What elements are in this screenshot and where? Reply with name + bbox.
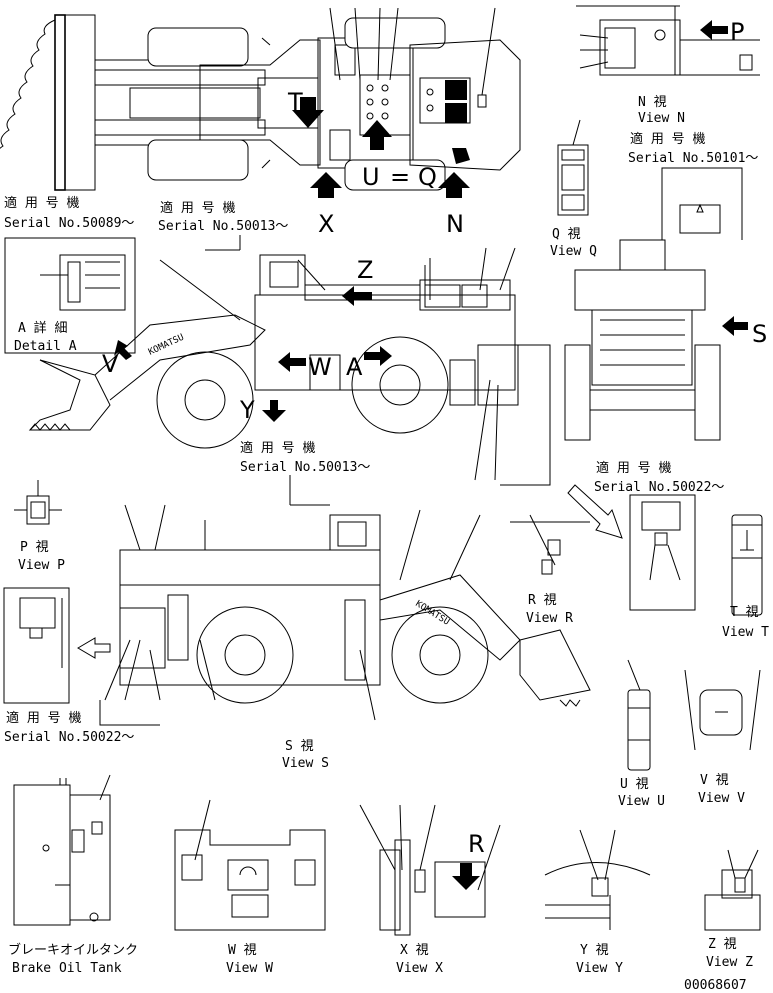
serial-50013-mid: Serial No.50013～	[240, 460, 370, 475]
brand-text-1: KOMATSU	[147, 333, 186, 358]
view-p-en: View P	[18, 558, 65, 573]
view-t-arrow-icon	[292, 97, 324, 128]
serial-50101: Serial No.50101～	[628, 151, 758, 166]
view-n-diagram: P	[576, 5, 760, 76]
view-v-arrow-icon	[114, 340, 132, 360]
view-letter-p-top: P	[730, 18, 744, 46]
view-r-jp: R 視	[528, 593, 557, 608]
serial-50089: Serial No.50089～	[4, 216, 134, 231]
brake-tank-jp: ブレーキオイルタンク	[8, 942, 138, 958]
view-s-arrow-icon	[722, 316, 748, 336]
view-z-en: View Z	[706, 955, 753, 970]
view-letter-z: Z	[357, 256, 373, 284]
view-p-arrow-icon	[700, 20, 728, 40]
view-s-en: View S	[282, 756, 329, 771]
brake-oil-tank-diagram	[13, 774, 111, 926]
serial-50022-left: Serial No.50022～	[4, 730, 134, 745]
view-y-en: View Y	[576, 961, 623, 976]
view-w-jp: W 視	[228, 943, 257, 958]
view-w-arrow-icon	[278, 352, 306, 372]
view-letter-a: A	[346, 353, 363, 381]
view-w-diagram	[174, 799, 326, 931]
view-letter-u: U	[362, 163, 380, 191]
view-y-jp: Y 視	[580, 943, 609, 958]
view-s-jp: S 視	[285, 739, 314, 754]
detail-a-diagram	[4, 237, 136, 354]
view-y-arrow-icon	[262, 400, 286, 422]
view-p-left-box	[3, 587, 111, 704]
view-t-decal	[731, 514, 763, 616]
serial-jp-2: 適 用 号 機	[160, 200, 235, 216]
view-r-arrow-icon	[452, 863, 480, 890]
view-r-en: View R	[526, 611, 573, 626]
detail-a-en: Detail A	[14, 339, 77, 354]
serial-50022-right: Serial No.50022～	[594, 480, 724, 495]
brake-tank-en: Brake Oil Tank	[12, 961, 122, 976]
serial-jp-5: 適 用 号 機	[596, 460, 671, 476]
view-v-en: View V	[698, 791, 745, 806]
view-z-diagram	[704, 849, 761, 931]
view-letter-n: N	[446, 210, 464, 238]
view-q-decal	[557, 119, 589, 216]
drawing-number: 00068607	[684, 978, 747, 993]
view-y-diagram	[544, 829, 651, 930]
detail-a-jp: A 詳 細	[18, 320, 67, 336]
view-n-arrow-icon	[438, 172, 470, 198]
serial-jp-3: 適 用 号 機	[630, 131, 705, 147]
view-n-jp: N 視	[638, 95, 667, 110]
view-letter-v: V	[102, 350, 119, 378]
view-u-en: View U	[618, 794, 665, 809]
view-letter-t: T	[287, 88, 303, 116]
serial-jp-1: 適 用 号 機	[4, 195, 79, 211]
view-u-decal	[627, 659, 651, 771]
view-letter-s: S	[752, 320, 767, 348]
serial-jp-6: 適 用 号 機	[6, 710, 81, 726]
view-t-en: View T	[722, 625, 769, 640]
view-letter-x: X	[318, 210, 334, 238]
grille-icon	[452, 148, 470, 164]
view-u-arrow-icon	[362, 120, 392, 150]
side-view-right: KOMATSU	[99, 504, 591, 726]
view-r-diagram	[510, 484, 623, 575]
view-v-jp: V 視	[700, 773, 729, 788]
view-q-en: View Q	[550, 244, 597, 259]
view-n-en: View N	[638, 111, 685, 126]
view-letter-w: W	[308, 353, 332, 381]
view-letter-y: Y	[239, 396, 255, 424]
view-q-jp: Q 視	[552, 227, 581, 242]
view-letter-r: R	[468, 830, 485, 858]
view-u-jp: U 視	[620, 777, 649, 792]
view-p-decal	[14, 480, 62, 525]
view-letter-q: Q	[418, 163, 437, 191]
view-x-en: View X	[396, 961, 443, 976]
view-letter-eq: =	[390, 163, 410, 191]
view-w-en: View W	[226, 961, 273, 976]
view-t-jp: T 視	[730, 605, 759, 620]
view-x-jp: X 視	[400, 943, 429, 958]
view-z-arrow-icon	[342, 286, 372, 306]
serial-50022-box	[629, 494, 696, 611]
view-a-arrow-icon	[364, 346, 392, 366]
view-x-arrow-icon	[310, 172, 342, 198]
serial-50013-top: Serial No.50013～	[158, 219, 288, 234]
view-x-diagram: R	[359, 804, 501, 936]
serial-jp-4: 適 用 号 機	[240, 440, 315, 456]
rear-view-diagram: S	[564, 239, 767, 441]
view-z-jp: Z 視	[708, 937, 737, 952]
view-v-decal	[684, 669, 761, 751]
top-plan-view: T U = Q X N	[0, 7, 521, 238]
view-p-jp: P 視	[20, 540, 49, 555]
